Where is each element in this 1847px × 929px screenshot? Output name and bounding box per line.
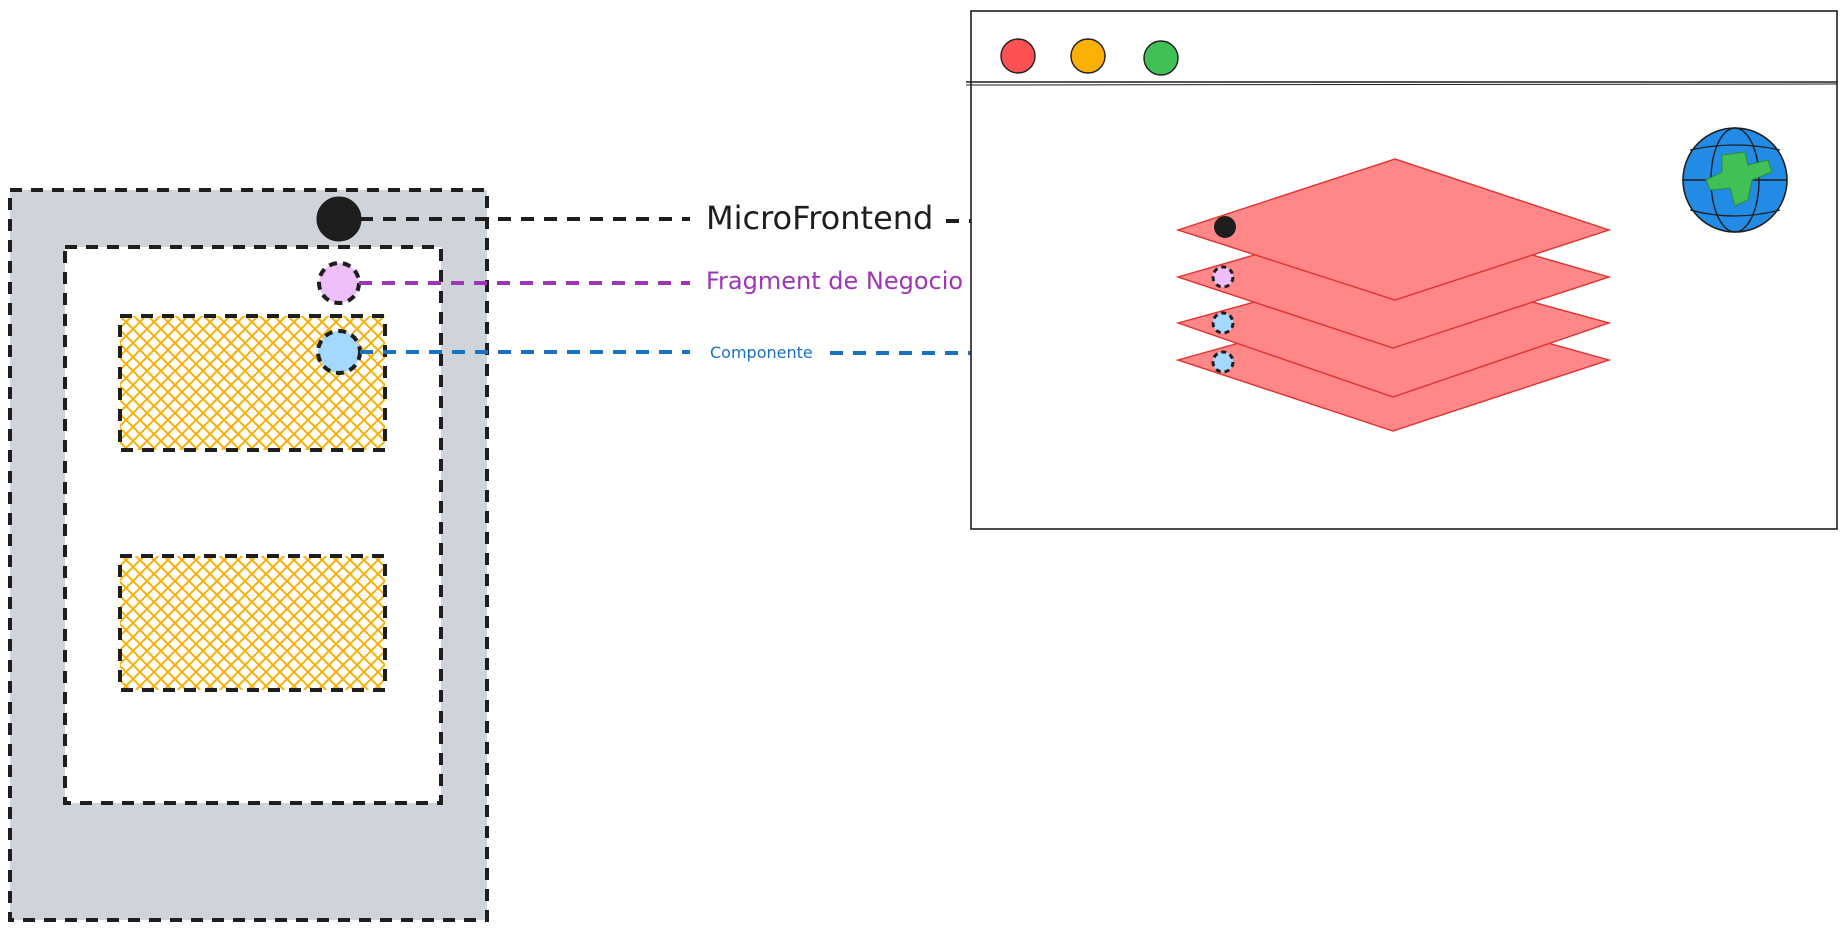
window-close-button[interactable] [1000,38,1036,74]
component-marker [316,329,362,375]
browser-window [965,10,1838,530]
fragment-label: Fragment de Negocio [706,267,963,295]
layer-microfrontend [1175,158,1612,301]
layer-component-marker [1211,350,1235,374]
microfrontend-marker [316,196,362,242]
window-minimize-button[interactable] [1070,38,1106,74]
layer-stack [1175,158,1612,432]
browser-titlebar-divider-shadow [965,83,1838,86]
globe-icon [1682,127,1788,233]
fragment-marker [317,261,361,305]
layer-fragment-marker [1211,265,1235,289]
component-label: Componente [710,343,813,362]
layer-fragment-lower-marker [1211,311,1235,335]
component-block-bottom [118,554,387,692]
layer-microfrontend-marker [1214,216,1236,238]
window-maximize-button[interactable] [1143,40,1179,76]
microfrontend-label: MicroFrontend [706,199,933,237]
page-structure [8,188,489,922]
